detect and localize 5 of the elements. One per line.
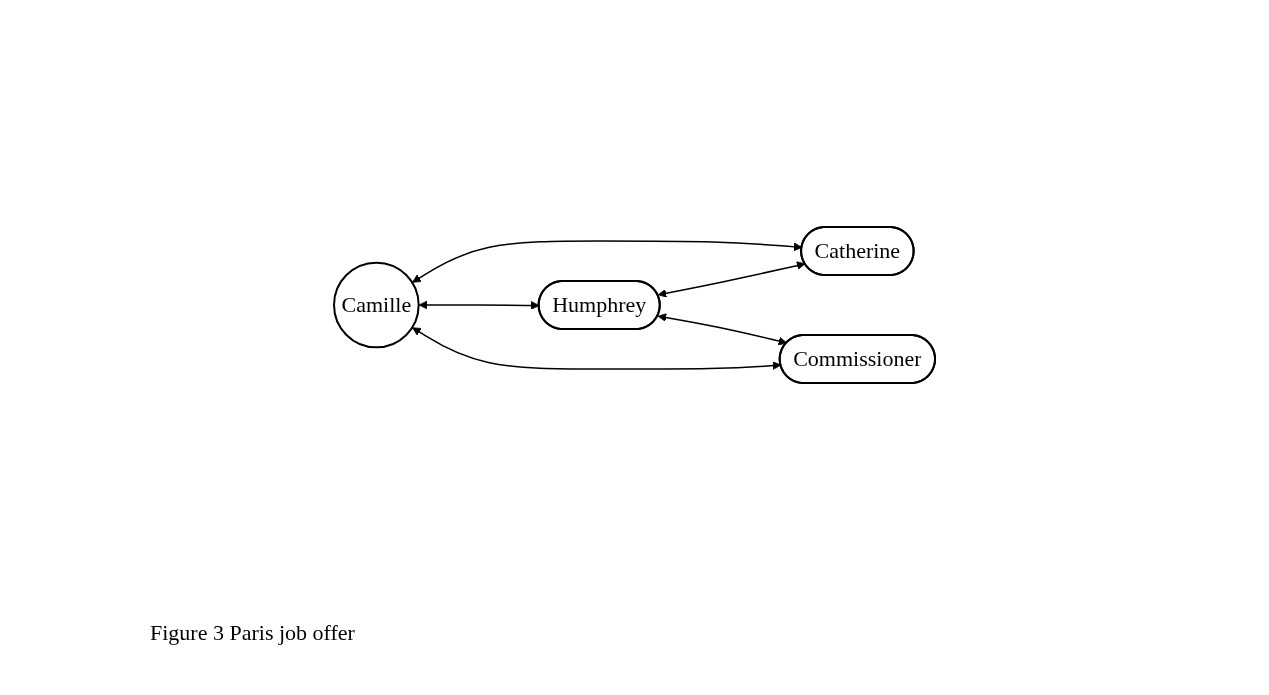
arrow	[412, 327, 782, 370]
figure-caption: Figure 3 Paris job offer	[150, 620, 355, 646]
arrow	[657, 261, 806, 298]
node-circle: Camille	[333, 261, 420, 349]
arrow	[657, 313, 788, 346]
